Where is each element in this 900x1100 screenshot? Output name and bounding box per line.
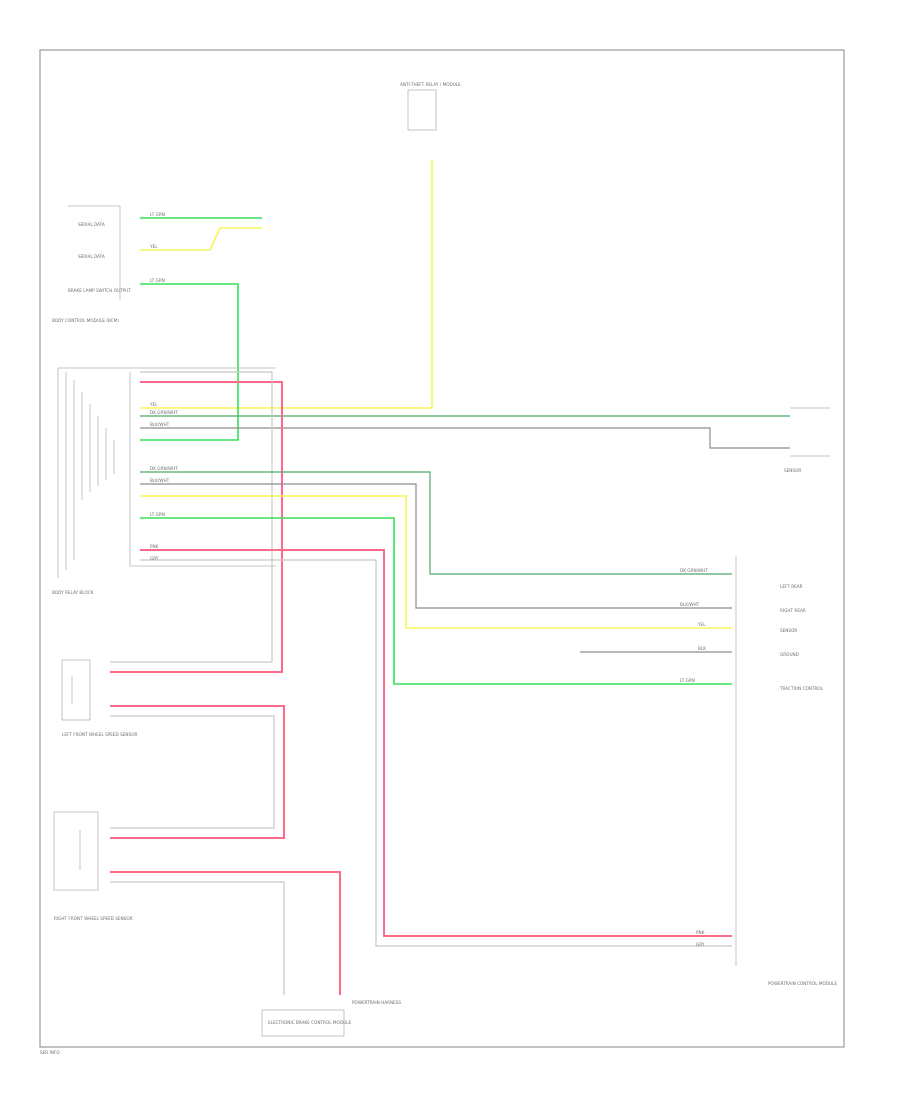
wire-gray-long [140,559,732,947]
body-relay-block: BODY RELAY BLOCK [52,367,276,595]
wire-label-blk-1: BLK [698,646,706,651]
right-front-sensor-label: RIGHT FRONT WHEEL SPEED SENSOR [54,916,133,921]
wire-label-yel-3: YEL [697,622,706,627]
body-control-label: BODY CONTROL MODULE (BCM) [52,318,119,323]
bcm-bracket [68,205,121,300]
wire-label-ltgrn-4: LT GRN [680,678,695,683]
wire-green-mid [140,517,732,685]
wire-label-dkgrn-1: DK GRN/WHT [150,410,178,415]
serial-data-2-label: SERIAL DATA [78,254,105,259]
wire-pink-ebcm [110,871,341,995]
right-rear-label: RIGHT REAR [780,608,806,613]
anti-theft-component: ANTI-THEFT RELAY / MODULE [400,82,461,131]
footer-label: SER INFO [40,1050,60,1055]
wire-pink-long [140,549,732,937]
left-rear-label: LEFT REAR [780,584,803,589]
wire-gray-ebcm [110,881,285,995]
diagram-frame [39,49,845,1048]
anti-theft-label: ANTI-THEFT RELAY / MODULE [400,82,461,87]
power-module-label: POWERTRAIN CONTROL MODULE [768,981,837,986]
wire-label-ltgrn-3: LT GRN [150,512,165,517]
sensor-label: SENSOR [780,628,797,633]
wire-gray-rf [110,715,275,829]
wire-dkgreen-mid [140,471,732,575]
wire-label-blkwht-3: BLK/WHT [680,602,700,607]
ebcm-label: ELECTRONIC BRAKE CONTROL MODULE [268,1020,351,1025]
rear-sensor-label: SENSOR [784,468,801,473]
right-front-sensor: RIGHT FRONT WHEEL SPEED SENSOR [53,811,133,921]
electronic-brake-module: ELECTRONIC BRAKE CONTROL MODULE POWERTRA… [261,1000,401,1037]
wire-gray-mid [140,483,732,609]
left-front-sensor: LEFT FRONT WHEEL SPEED SENSOR [61,659,138,737]
rear-sensor-connector: SENSOR [784,407,830,473]
left-front-sensor-label: LEFT FRONT WHEEL SPEED SENSOR [62,732,138,737]
wire-pink-rf [110,705,285,839]
wire-yellow-mid [140,495,732,629]
ground-label: GROUND [780,652,799,657]
powertrain-harness-label: POWERTRAIN HARNESS [352,1000,401,1005]
wire-label-dkgrn-2: DK GRN/WHT [150,466,178,471]
wire-gray-top [140,427,790,449]
wire-label-dkgrn-3: DK GRN/WHT [680,568,708,573]
wire-label-ltgrn-2: LT GRN [150,278,165,283]
wire-label-yel-2: YEL [149,402,158,407]
wire-green-brake [140,283,239,441]
brake-lamp-label: BRAKE LAMP SWITCH OUTPUT [68,288,131,293]
wire-label-gry-1: GRY [150,556,159,561]
power-module: LEFT REAR RIGHT REAR SENSOR GROUND TRACT… [735,556,837,986]
wire-label-blkwht-2: BLK/WHT [150,478,170,483]
wire-label-pnk-2: PNK [696,930,705,935]
wire-label-pnk-1: PNK [150,544,159,549]
wire-label-yel-1: YEL [149,244,158,249]
wire-yellow-serial [140,227,262,251]
wire-label-blkwht-1: BLK/WHT [150,422,170,427]
wire-label-gry-2: GRY [696,942,705,947]
traction-label: TRACTION CONTROL [779,686,824,691]
serial-data-1-label: SERIAL DATA [78,222,105,227]
wire-pink-top [110,381,283,673]
wire-label-ltgrn-1: LT GRN [150,212,165,217]
body-relay-block-label: BODY RELAY BLOCK [52,590,94,595]
wire-gray-loop [110,371,273,663]
